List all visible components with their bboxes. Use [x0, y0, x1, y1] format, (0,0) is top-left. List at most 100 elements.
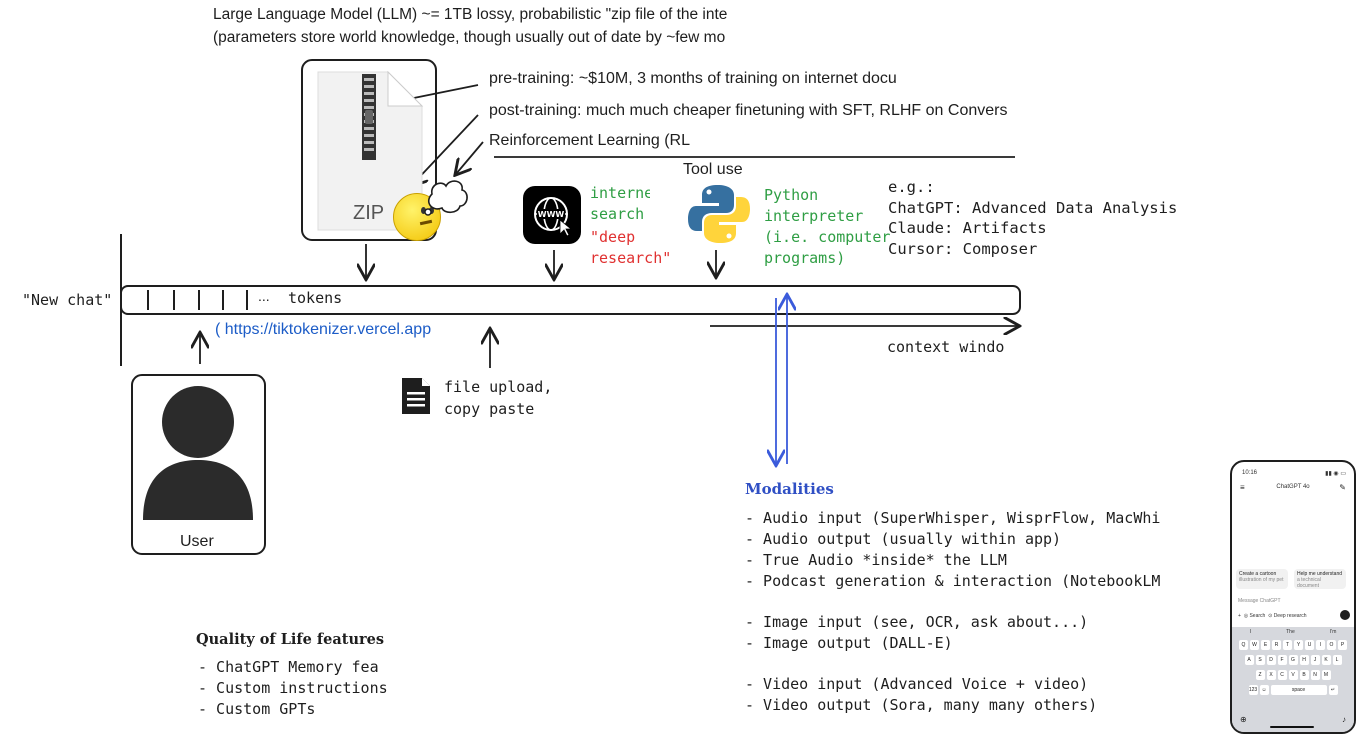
- internet-search-label: internet search: [590, 184, 650, 223]
- tokens-label: tokens: [288, 289, 342, 307]
- microphone-icon[interactable]: ♪: [1342, 715, 1346, 724]
- phone-status-icons: ▮▮ ◉ ▭: [1325, 471, 1346, 477]
- modalities-image-group: - Image input (see, OCR, ask about...) -…: [745, 612, 1088, 654]
- example-item: ChatGPT: Advanced Data Analysis: [888, 198, 1178, 217]
- user-avatar-head: [162, 386, 234, 458]
- keyboard-key[interactable]: A: [1244, 655, 1254, 665]
- www-globe-icon: WWW: [523, 186, 581, 244]
- keyboard-key[interactable]: W: [1250, 640, 1259, 650]
- user-label: User: [180, 533, 214, 550]
- phone-toolbar: + ◎ Search ⊙ Deep research: [1238, 613, 1306, 619]
- file-upload-label: file upload, copy paste: [444, 378, 553, 418]
- keyboard-key[interactable]: M: [1321, 670, 1331, 680]
- telescope-icon[interactable]: ⊙: [1268, 613, 1273, 619]
- rl-arrow: [456, 141, 484, 174]
- numbers-key[interactable]: 123: [1248, 685, 1258, 695]
- qol-item: - Custom instructions: [198, 679, 388, 697]
- modality-item: - Audio output (usually within app): [745, 530, 1062, 548]
- suggestion-word[interactable]: I: [1249, 629, 1251, 635]
- keyboard-key[interactable]: E: [1261, 640, 1270, 650]
- suggestion-card[interactable]: Help me understand a technical document: [1294, 569, 1346, 589]
- thought-bubble-icon: [424, 180, 468, 216]
- llm-definition: Large Language Model (LLM) ~= 1TB lossy,…: [213, 6, 728, 23]
- keyboard-key[interactable]: U: [1305, 640, 1314, 650]
- phone-screenshot: 10:16 ▮▮ ◉ ▭ ≡ ChatGPT 4o ✎ Create a car…: [1230, 460, 1356, 734]
- keyboard-key[interactable]: K: [1321, 655, 1331, 665]
- qol-item: - ChatGPT Memory fea: [198, 658, 379, 676]
- hamburger-menu-icon[interactable]: ≡: [1240, 483, 1245, 492]
- voice-mode-button[interactable]: [1340, 610, 1350, 620]
- example-item: Claude: Artifacts: [888, 219, 1047, 237]
- token-ellipsis: ...: [258, 288, 270, 304]
- deep-research-label: "deep research": [590, 228, 672, 267]
- posttraining-text: post-training: much much cheaper finetun…: [489, 102, 1008, 119]
- new-chat-icon[interactable]: ✎: [1339, 483, 1346, 492]
- suggestion-word[interactable]: I'm: [1329, 629, 1337, 635]
- modality-item: - True Audio *inside* the LLM: [745, 551, 1007, 569]
- keyboard-key[interactable]: N: [1310, 670, 1320, 680]
- modalities-audio-group: - Audio input (SuperWhisper, WisprFlow, …: [745, 508, 1160, 592]
- posttraining-arrow: [412, 114, 479, 185]
- modality-item: - Image output (DALL-E): [745, 634, 953, 652]
- keyboard-key[interactable]: G: [1288, 655, 1298, 665]
- keyboard-key[interactable]: F: [1277, 655, 1287, 665]
- tool-use-title: Tool use: [683, 161, 743, 178]
- keyboard-key[interactable]: V: [1288, 670, 1298, 680]
- keyboard-key[interactable]: B: [1299, 670, 1309, 680]
- modality-item: - Podcast generation & interaction (Note…: [745, 572, 1160, 590]
- deep-research-toggle[interactable]: Deep research: [1273, 613, 1307, 619]
- llm-parameters-note: (parameters store world knowledge, thoug…: [213, 29, 726, 46]
- tool-examples: e.g.: ChatGPT: Advanced Data Analysis Cl…: [888, 177, 1177, 259]
- suggestion-word[interactable]: The: [1286, 629, 1295, 635]
- modality-item: - Audio input (SuperWhisper, WisprFlow, …: [745, 509, 1160, 527]
- search-toggle[interactable]: Search: [1249, 613, 1266, 619]
- pretraining-text: pre-training: ~$10M, 3 months of trainin…: [489, 70, 897, 87]
- keyboard-key[interactable]: X: [1266, 670, 1276, 680]
- keyboard-key[interactable]: I: [1316, 640, 1325, 650]
- plus-icon[interactable]: +: [1238, 613, 1241, 619]
- keyboard-key[interactable]: C: [1277, 670, 1287, 680]
- globe-icon[interactable]: ◎: [1243, 613, 1249, 619]
- svg-text:WWW: WWW: [538, 210, 565, 219]
- keyboard-key[interactable]: L: [1332, 655, 1342, 665]
- return-key[interactable]: ↵: [1328, 685, 1338, 695]
- reinforcement-learning-text: Reinforcement Learning (RL: [489, 132, 690, 149]
- modality-item: - Image input (see, OCR, ask about...): [745, 613, 1089, 631]
- document-icon: [400, 376, 432, 416]
- keyboard-key[interactable]: Z: [1255, 670, 1265, 680]
- keyboard-key[interactable]: S: [1255, 655, 1265, 665]
- suggestion-card[interactable]: Create a cartoon illustration of my pet: [1236, 569, 1288, 589]
- qol-list: - ChatGPT Memory fea - Custom instructio…: [198, 657, 393, 720]
- modality-item: - Video output (Sora, many many others): [745, 696, 1098, 714]
- globe-key-icon[interactable]: ⊕: [1240, 715, 1247, 724]
- keyboard-key[interactable]: H: [1299, 655, 1309, 665]
- keyboard-key[interactable]: Q: [1239, 640, 1248, 650]
- qol-item: - Custom GPTs: [198, 700, 316, 718]
- keyboard-key[interactable]: D: [1266, 655, 1276, 665]
- keyboard-suggestions: I The I'm: [1232, 629, 1354, 635]
- tiktokenizer-link[interactable]: ( https://tiktokenizer.vercel.app: [215, 321, 432, 338]
- keyboard-key[interactable]: J: [1310, 655, 1320, 665]
- keyboard-key[interactable]: P: [1338, 640, 1347, 650]
- zip-label: ZIP: [353, 202, 385, 224]
- context-window-label: context windo: [887, 338, 1005, 356]
- user-avatar-body: [143, 460, 253, 520]
- keyboard-key[interactable]: R: [1272, 640, 1281, 650]
- message-input[interactable]: Message ChatGPT: [1238, 598, 1281, 604]
- python-interpreter-label: Python interpreter (i.e. computer progra…: [764, 186, 891, 267]
- example-item: Cursor: Composer: [888, 239, 1038, 258]
- keyboard-key[interactable]: T: [1283, 640, 1292, 650]
- keyboard-key[interactable]: O: [1327, 640, 1336, 650]
- emoji-key[interactable]: ☺: [1259, 685, 1269, 695]
- modalities-video-group: - Video input (Advanced Voice + video) -…: [745, 674, 1097, 716]
- space-key[interactable]: space: [1270, 685, 1327, 695]
- phone-app-title[interactable]: ChatGPT 4o: [1276, 484, 1310, 490]
- zip-file-icon: ZIP: [316, 70, 424, 232]
- keyboard-key[interactable]: Y: [1294, 640, 1303, 650]
- modalities-title: Modalities: [745, 480, 834, 498]
- keyboard-row: 123 ☺ space ↵: [1234, 685, 1352, 695]
